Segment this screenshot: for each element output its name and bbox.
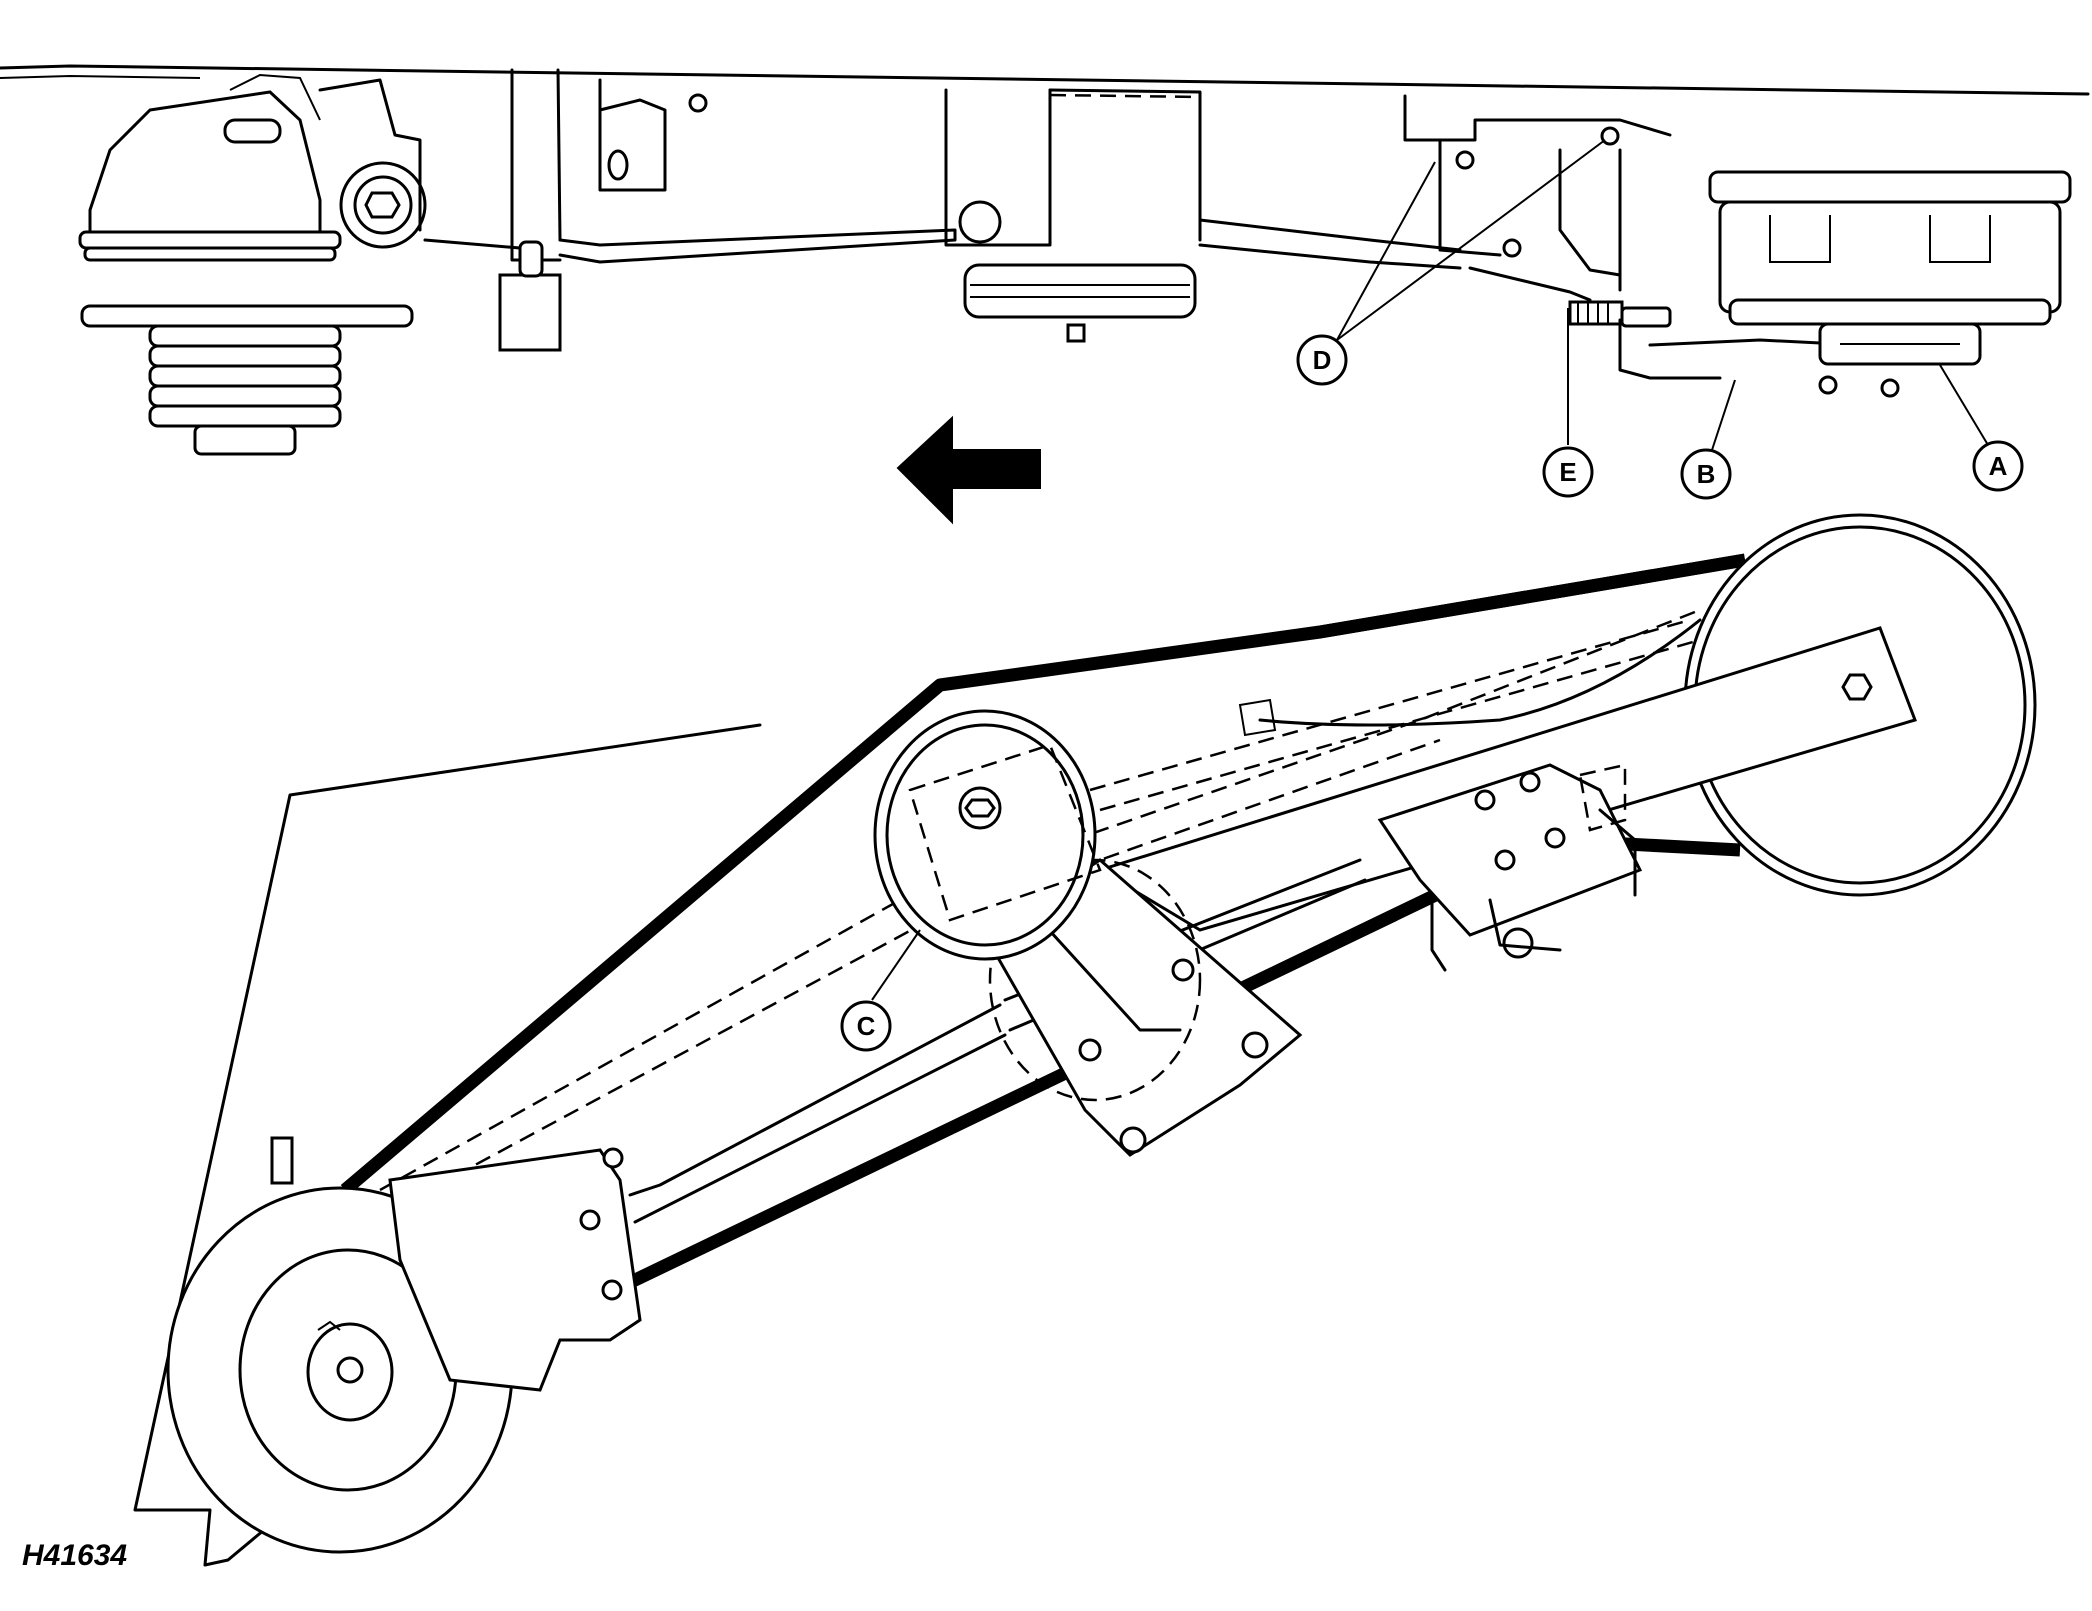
left-engine-pulley bbox=[78, 73, 427, 456]
direction-arrow bbox=[896, 415, 1041, 525]
callouts: D E B A C bbox=[840, 139, 2024, 1052]
callout-b-label: B bbox=[1697, 459, 1716, 489]
bottom-view bbox=[133, 513, 2037, 1567]
callout-d: D bbox=[1296, 334, 1348, 386]
left-bracket bbox=[423, 68, 708, 352]
tension-rod-top bbox=[558, 228, 957, 264]
callout-c-label: C bbox=[857, 1011, 876, 1041]
callout-a-label: A bbox=[1989, 451, 2008, 481]
top-view bbox=[0, 64, 2090, 525]
callout-c: C bbox=[840, 1000, 892, 1052]
callout-a: A bbox=[1972, 440, 2024, 492]
center-idler-top bbox=[944, 88, 1462, 343]
deck-housing bbox=[133, 723, 762, 1567]
callout-e: E bbox=[1542, 446, 1594, 498]
center-idler-pulley bbox=[873, 709, 1303, 1157]
callout-b: B bbox=[1680, 448, 1732, 500]
right-bracket-top bbox=[1403, 94, 1862, 380]
callout-e-label: E bbox=[1559, 457, 1576, 487]
right-pto-pulley bbox=[1708, 170, 2072, 398]
left-bracket-assembly bbox=[270, 858, 1367, 1392]
figure-number: H41634 bbox=[22, 1539, 127, 1572]
callout-d-label: D bbox=[1313, 345, 1332, 375]
right-tensioner bbox=[1238, 618, 1702, 972]
deck-edge bbox=[0, 64, 2090, 96]
